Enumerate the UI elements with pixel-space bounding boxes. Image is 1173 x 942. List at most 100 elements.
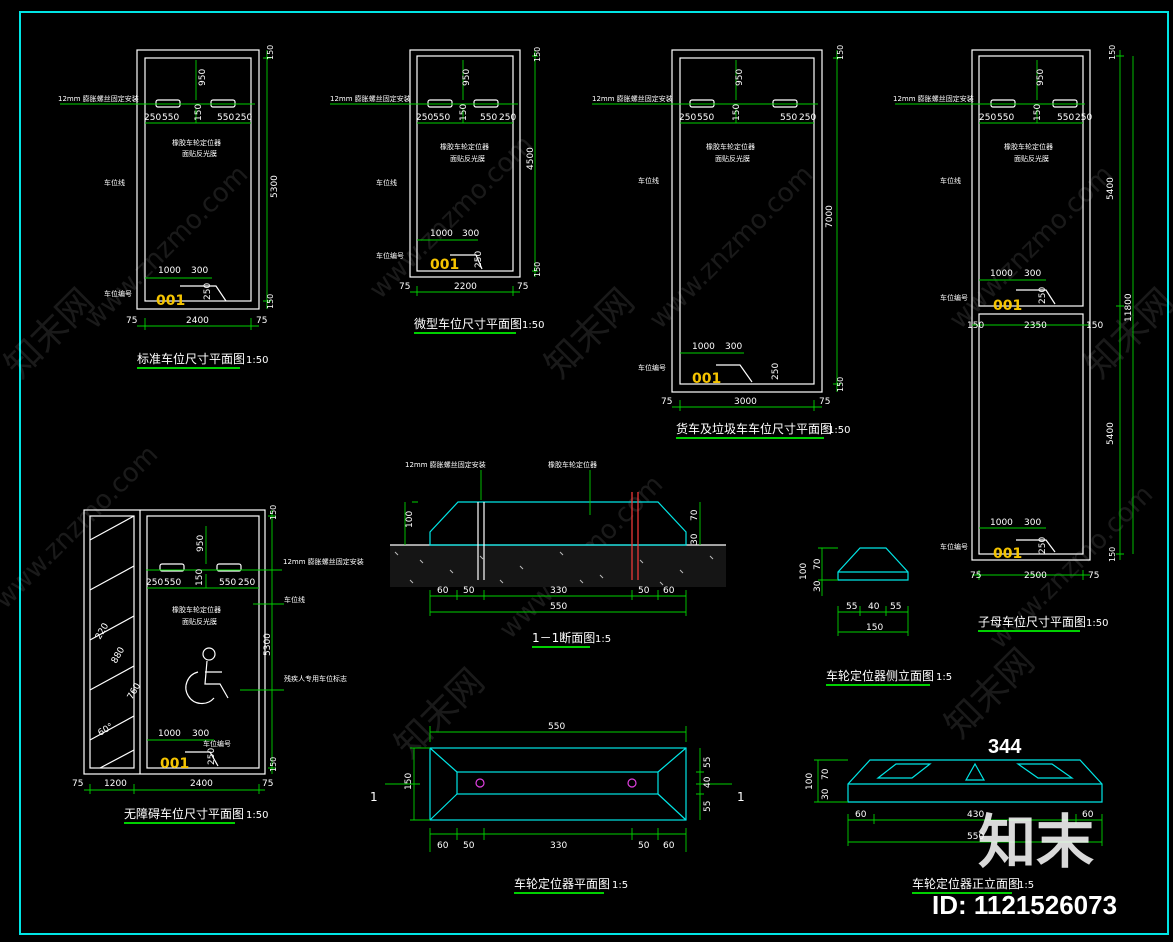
tandem-title: 子母车位尺寸平面图 [978, 614, 1086, 629]
image-id: ID: 1121526073 [932, 890, 1117, 920]
standard-dim-side-right: 75 [256, 316, 267, 326]
plan-dim-50b: 50 [638, 841, 650, 851]
accessible-note-line: 车位线 [284, 595, 305, 604]
truck-title: 货车及垃圾车车位尺寸平面图 [676, 421, 832, 436]
plan-title: 车轮定位器平面图 [514, 876, 610, 891]
plan-dim-60b: 60 [663, 841, 675, 851]
section-title: 1－1断面图 [532, 630, 595, 645]
standard-dim-top: 150 [266, 45, 275, 60]
truck-dim-width: 3000 [734, 397, 757, 407]
truck-note-locator: 橡胶车轮定位器 [706, 142, 755, 151]
section-dim-330: 330 [550, 586, 567, 596]
brand-logo-text: 知末 [978, 808, 1094, 876]
front-dim-60a: 60 [855, 810, 867, 820]
truck-dim-250a: 250 [679, 113, 696, 123]
front-dim-70: 70 [821, 768, 831, 780]
section-dim-60b: 60 [663, 586, 675, 596]
accessible-hatch-760: 760 [126, 681, 143, 701]
tandem-dim-inner-width: 2350 [1024, 321, 1047, 331]
accessible-scale: 1:50 [246, 810, 268, 821]
mini-dim-bottom: 150 [533, 262, 542, 277]
mini-note-face: 面贴反光膜 [450, 154, 485, 163]
truck-space-number: 001 [692, 371, 721, 387]
side-elevation: 100 70 30 55 40 55 150 车轮定位器侧立面图 1:5 [799, 547, 952, 686]
accessible-dim-250b: 250 [238, 578, 255, 588]
accessible-parking-plan: 12mm 膨胀螺丝固定安装 橡胶车轮定位器 面贴反光膜 车位线 残疾人专用车位标… [72, 505, 364, 824]
tandem-note-number-b: 车位编号 [940, 542, 968, 551]
accessible-note-bolt: 12mm 膨胀螺丝固定安装 [283, 557, 364, 566]
plan-dim-330: 330 [550, 841, 567, 851]
truck-dim-250c: 250 [771, 363, 781, 380]
standard-space-number: 001 [156, 293, 185, 309]
accessible-dim-250a: 250 [146, 578, 163, 588]
standard-dim-bottom: 150 [266, 294, 275, 309]
tandem-dim-1000-b: 1000 [990, 518, 1013, 528]
plan-dim-60a: 60 [437, 841, 449, 851]
mini-note-locator: 橡胶车轮定位器 [440, 142, 489, 151]
tandem-dim-950: 950 [1036, 69, 1046, 86]
side-dim-55a: 55 [846, 602, 857, 612]
standard-title: 标准车位尺寸平面图 [137, 351, 245, 366]
standard-dim-1000: 1000 [158, 266, 181, 276]
truck-note-line: 车位线 [638, 176, 659, 185]
mini-note-line: 车位线 [376, 178, 397, 187]
front-dim-height: 100 [805, 773, 815, 790]
mini-dim-width: 2200 [454, 282, 477, 292]
watermark-brand-1: 知末网 [0, 281, 103, 386]
truck-dim-300: 300 [725, 342, 742, 352]
standard-dim-300: 300 [191, 266, 208, 276]
side-title: 车轮定位器侧立面图 [826, 668, 934, 683]
tandem-note-locator: 橡胶车轮定位器 [1004, 142, 1053, 151]
side-dim-40: 40 [868, 602, 880, 612]
watermark-brand-2: 知末网 [537, 281, 642, 386]
mini-title: 微型车位尺寸平面图 [414, 316, 522, 331]
standard-dim-side-left: 75 [126, 316, 137, 326]
standard-dim-550a: 550 [162, 113, 179, 123]
accessible-note-number: 车位编号 [203, 739, 231, 748]
standard-note-bolt: 12mm 膨胀螺丝固定安装 [58, 94, 139, 103]
accessible-dim-bottom: 150 [269, 757, 278, 772]
tandem-space-number-b: 001 [993, 546, 1022, 562]
accessible-dim-side-left: 75 [72, 779, 83, 789]
side-dim-height: 100 [799, 563, 809, 580]
front-dim-30: 30 [821, 788, 831, 800]
accessible-dim-length: 5300 [263, 633, 273, 656]
mini-note-number: 车位编号 [376, 251, 404, 260]
front-dim-total: 550 [967, 832, 984, 842]
truck-note-face: 面贴反光膜 [715, 154, 750, 163]
front-elevation: 100 70 30 60 430 60 550 车轮定位器正立面图 1:5 [805, 759, 1103, 894]
mini-note-bolt: 12mm 膨胀螺丝固定安装 [330, 94, 411, 103]
section-dim-60a: 60 [437, 586, 449, 596]
locator-plan-view: 550 150 55 40 55 60 50 330 50 60 1 1 车轮定… [370, 722, 745, 894]
side-dim-55b: 55 [890, 602, 901, 612]
mini-dim-length: 4500 [526, 147, 536, 170]
mini-dim-550b: 550 [480, 113, 497, 123]
truck-note-number: 车位编号 [638, 363, 666, 372]
standard-parking-plan: 12mm 膨胀螺丝固定安装 橡胶车轮定位器 面贴反光膜 车位线 车位编号 950… [58, 45, 280, 369]
section-dim-height: 100 [405, 511, 415, 528]
accessible-hatch-220: 220 [94, 621, 111, 641]
mini-dim-side-right: 75 [517, 282, 528, 292]
tandem-note-line: 车位线 [940, 176, 961, 185]
side-scale: 1:5 [936, 672, 952, 683]
front-title: 车轮定位器正立面图 [912, 876, 1020, 891]
front-scale: 1:5 [1018, 880, 1034, 891]
truck-dim-side-left: 75 [661, 397, 672, 407]
tandem-note-bolt: 12mm 膨胀螺丝固定安装 [893, 94, 974, 103]
tandem-dim-300-a: 300 [1024, 269, 1041, 279]
mini-dim-950: 950 [462, 69, 472, 86]
mini-dim-250c: 250 [474, 251, 484, 268]
plan-dim-55b: 55 [703, 801, 713, 812]
truck-dim-950: 950 [735, 69, 745, 86]
tandem-dim-550b: 550 [1057, 113, 1074, 123]
mini-scale: 1:50 [522, 320, 544, 331]
truck-dim-150: 150 [732, 104, 742, 121]
truck-scale: 1:50 [828, 425, 850, 436]
tandem-dim-mid-right: 150 [1086, 321, 1103, 331]
tandem-dim-top: 150 [1108, 45, 1117, 60]
plan-dim-total: 550 [548, 722, 565, 732]
mini-parking-plan: 12mm 膨胀螺丝固定安装 橡胶车轮定位器 面贴反光膜 车位线 车位编号 950… [330, 47, 544, 334]
tandem-parking-plan: 12mm 膨胀螺丝固定安装 橡胶车轮定位器 面贴反光膜 车位线 车位编号 车位编… [893, 45, 1134, 632]
tandem-dim-mid-left: 150 [967, 321, 984, 331]
accessible-space-number: 001 [160, 756, 189, 772]
